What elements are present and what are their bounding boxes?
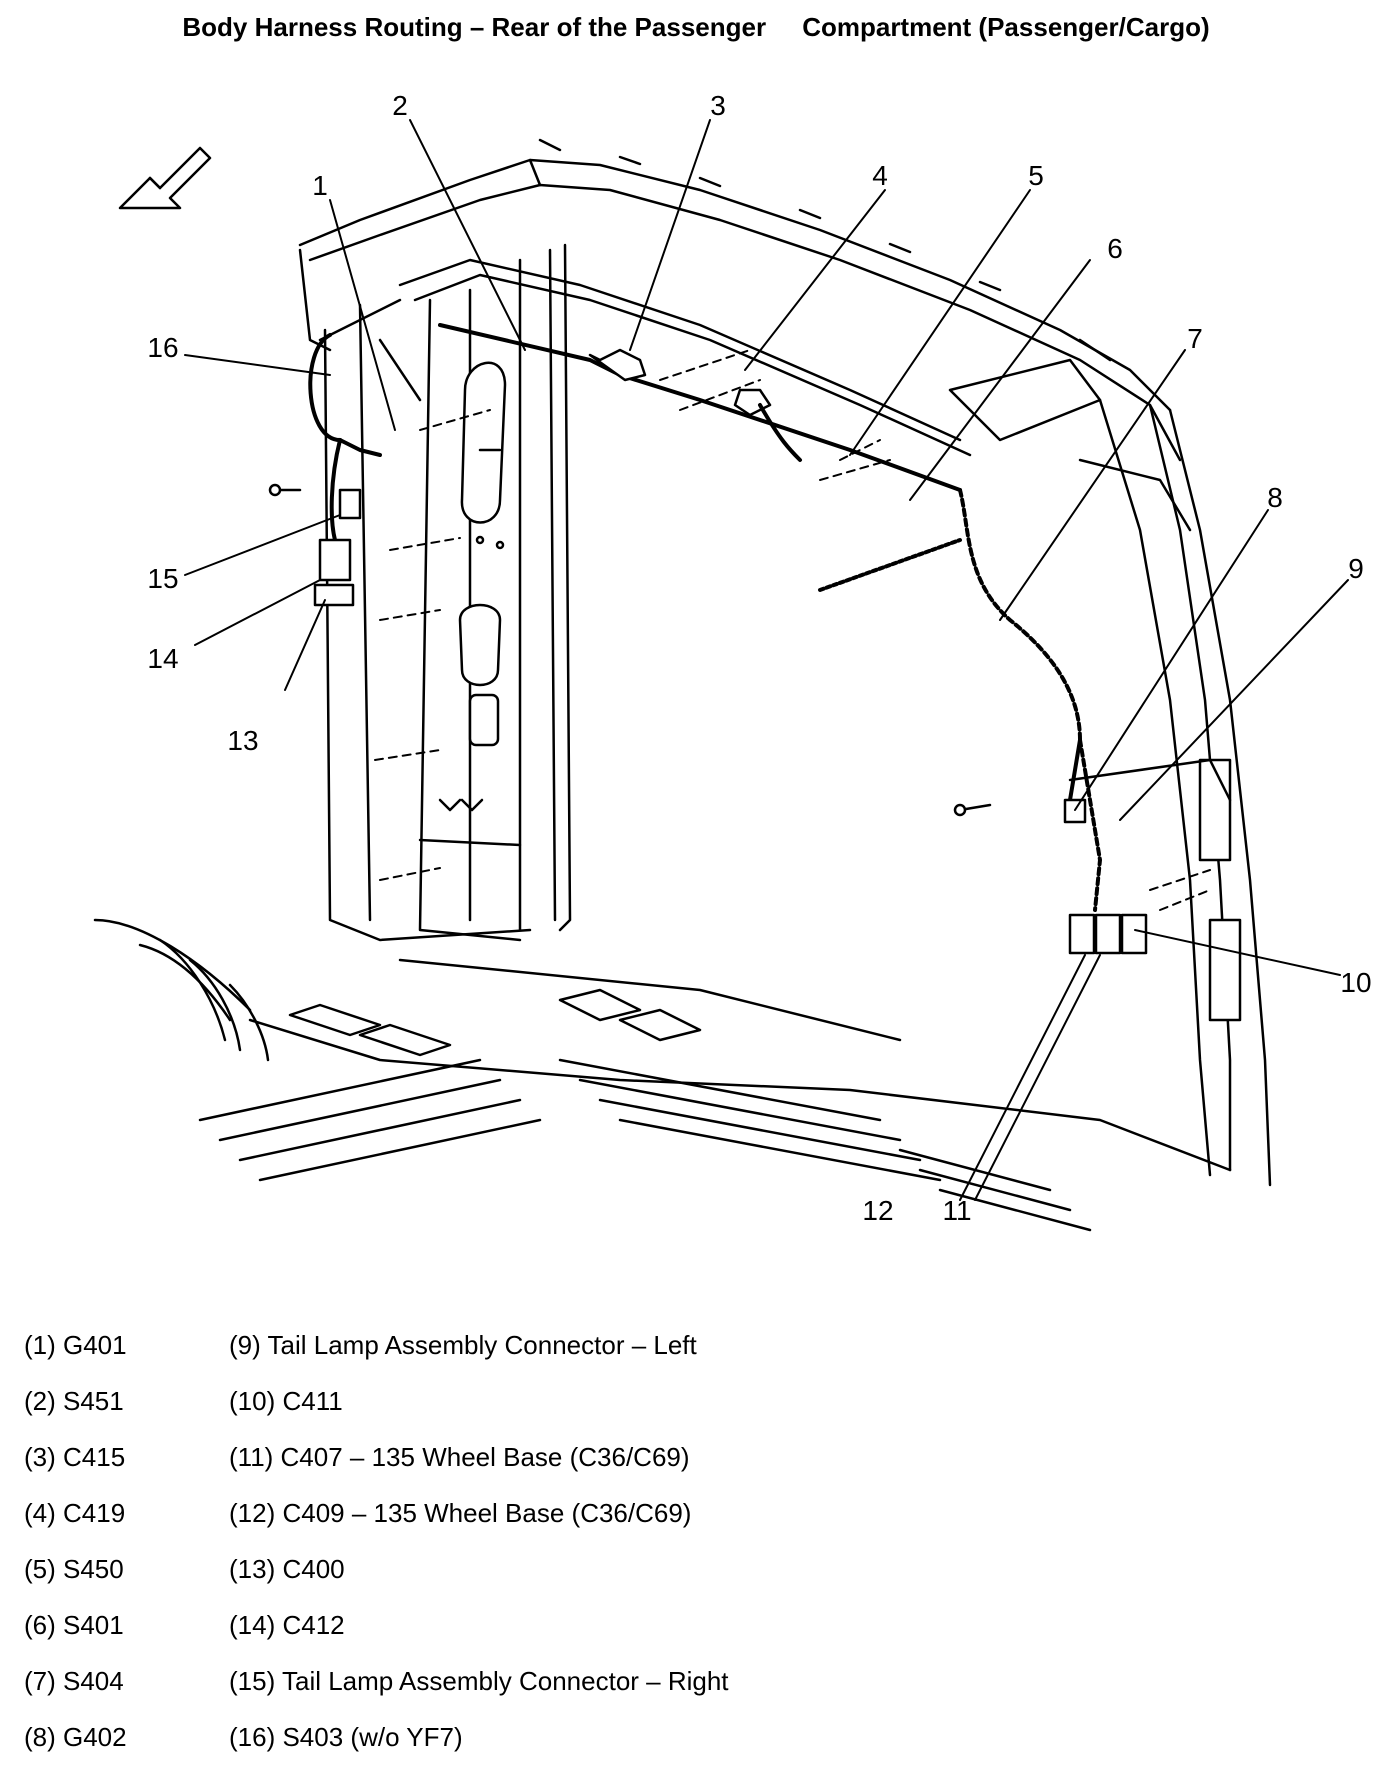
legend-item: (11) C407 – 135 Wheel Base (C36/C69) — [229, 1442, 690, 1472]
legend-item: (3) C415 — [24, 1442, 126, 1472]
legend-item: (8) G402 — [24, 1722, 127, 1752]
legend-item: (7) S404 — [24, 1666, 124, 1696]
leader-lines — [184, 119, 1349, 1201]
callout-numbers: 1 2 3 4 5 6 7 8 9 10 11 12 13 14 15 16 — [147, 90, 1371, 1226]
legend-item: (4) C419 — [24, 1498, 126, 1528]
legend-item: (2) S451 — [24, 1386, 124, 1416]
harness-diagram: 1 2 3 4 5 6 7 8 9 10 11 12 13 14 15 16 — [93, 90, 1372, 1232]
left-pillar — [298, 243, 572, 942]
callout-5: 5 — [1028, 160, 1044, 191]
right-pillar — [1068, 398, 1272, 1187]
callout-14: 14 — [147, 643, 178, 674]
callout-15: 15 — [147, 563, 178, 594]
legend-item: (1) G401 — [24, 1330, 127, 1360]
legend-item: (10) C411 — [229, 1386, 343, 1416]
callout-10: 10 — [1340, 967, 1371, 998]
callout-1: 1 — [312, 170, 328, 201]
callout-2: 2 — [392, 90, 408, 121]
callout-7: 7 — [1187, 323, 1203, 354]
callout-9: 9 — [1348, 553, 1364, 584]
legend-item: (14) C412 — [229, 1610, 345, 1640]
connectors — [268, 483, 1148, 955]
legend-item: (9) Tail Lamp Assembly Connector – Left — [229, 1330, 697, 1360]
legend-item: (13) C400 — [229, 1554, 345, 1584]
fastener-lines — [374, 349, 1211, 911]
callout-11: 11 — [942, 1195, 971, 1226]
legend-item: (12) C409 – 135 Wheel Base (C36/C69) — [229, 1498, 692, 1528]
callout-12: 12 — [862, 1195, 893, 1226]
callout-6: 6 — [1107, 233, 1123, 264]
callout-16: 16 — [147, 332, 178, 363]
legend-item: (15) Tail Lamp Assembly Connector – Righ… — [229, 1666, 729, 1696]
callout-3: 3 — [710, 90, 726, 121]
callout-4: 4 — [872, 160, 888, 191]
callout-8: 8 — [1267, 482, 1283, 513]
diagram-title: Body Harness Routing – Rear of the Passe… — [182, 12, 1210, 42]
forward-arrow-icon — [118, 146, 212, 210]
floor — [93, 918, 1232, 1232]
harness-wires — [308, 323, 1102, 912]
legend-item: (5) S450 — [24, 1554, 124, 1584]
legend-item: (16) S403 (w/o YF7) — [229, 1722, 463, 1752]
legend-item: (6) S401 — [24, 1610, 124, 1640]
roof-frame — [298, 138, 1192, 532]
callout-13: 13 — [227, 725, 258, 756]
